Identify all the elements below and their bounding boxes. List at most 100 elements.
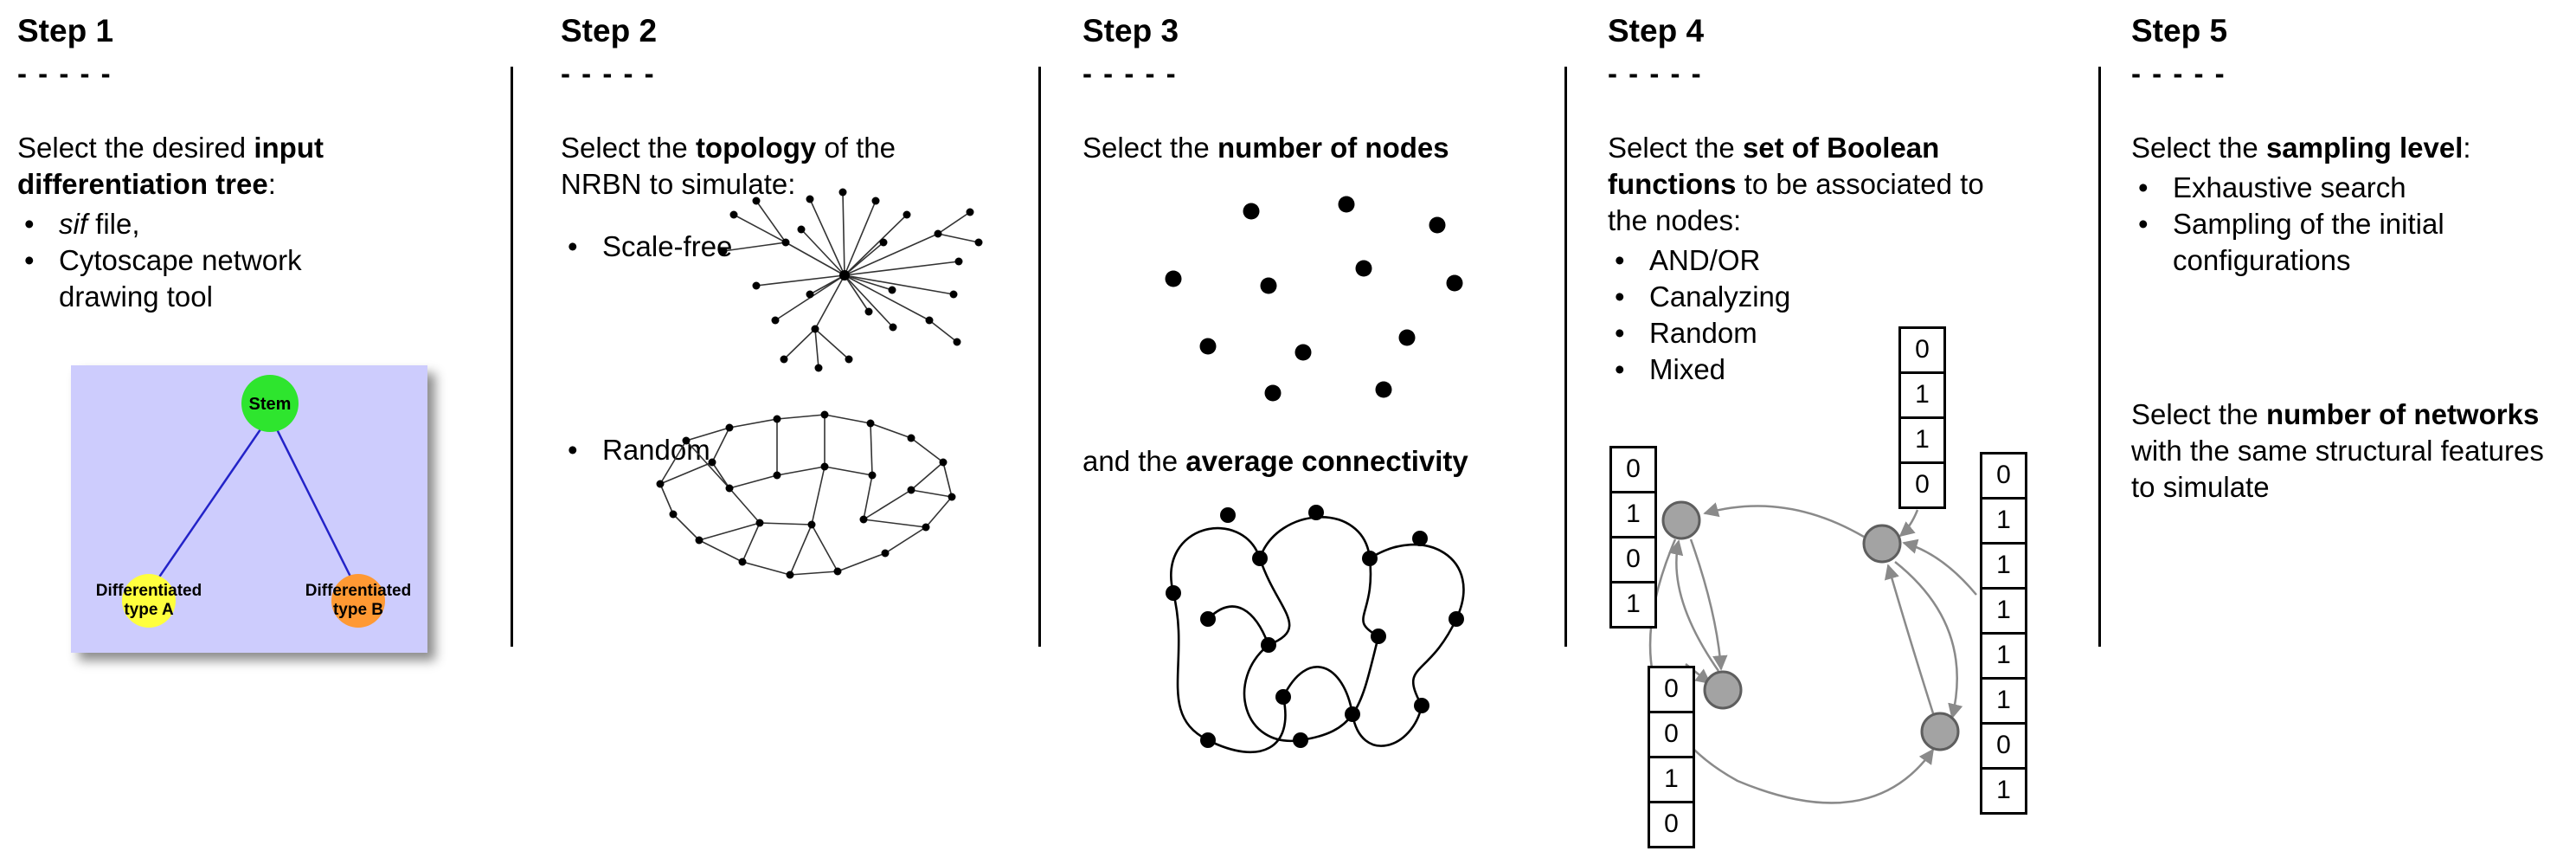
binary-cell: 0 — [1648, 666, 1695, 713]
intro-text: Select the sampling level: — [2131, 130, 2568, 166]
bullet-list: •Exhaustive search •Sampling of the init… — [2131, 170, 2568, 279]
secondary-text: and the average connectivity — [1082, 443, 1468, 480]
column-divider — [1564, 67, 1567, 647]
bullet-marker: • — [1615, 316, 1625, 349]
binary-cell: 1 — [1609, 581, 1657, 629]
differentiation-tree-figure: Stem Differentiated type A Differentiate… — [71, 364, 427, 653]
boolean-network-figure: 0 1 1 0 0 1 0 1 0 1 1 1 1 1 0 1 — [1608, 326, 2092, 851]
intro-pre: Select the — [1082, 132, 1217, 164]
bullet-label: Mixed — [1649, 352, 1726, 385]
boolean-node — [1703, 670, 1743, 710]
intro-bold: set of Boolean functions — [1608, 132, 1940, 201]
bullet-marker: • — [1615, 244, 1625, 277]
intro-pre: Select the — [561, 132, 696, 164]
binary-cell: 1 — [1648, 756, 1695, 803]
intro-post: : — [2463, 132, 2471, 164]
binary-cell: 0 — [1980, 722, 2027, 770]
step-title: Step 4 — [1608, 13, 1705, 48]
binary-vector-right: 0 1 1 1 1 1 0 1 — [1980, 452, 2027, 815]
binary-cell: 1 — [1980, 587, 2027, 635]
bullet-label: Canalyzing — [1649, 280, 1791, 313]
intro-post: of the NRBN to simulate: — [561, 132, 896, 201]
binary-cell: 1 — [1980, 497, 2027, 545]
bullet-label: sif file, — [59, 206, 498, 242]
network-nodes — [1661, 500, 1960, 751]
dashed-separator: - - - - - — [561, 57, 656, 90]
bullet-marker: • — [24, 244, 35, 277]
bullet-list: • sif file, • Cytoscape network drawing … — [17, 206, 498, 315]
bullet-label: Exhaustive search — [2173, 171, 2406, 204]
arrow — [1689, 538, 1728, 671]
step-5-panel: Step 5 - - - - - Select the sampling lev… — [2131, 12, 2568, 843]
dashed-separator: - - - - - — [17, 57, 112, 90]
random-network-image — [656, 410, 956, 579]
step-1-panel: Step 1 - - - - - Select the desired inpu… — [17, 12, 498, 843]
binary-vector-left: 0 1 0 1 — [1609, 446, 1657, 629]
arrow — [1902, 538, 1977, 596]
intro-pre: Select the — [1608, 132, 1743, 164]
step-title: Step 2 — [561, 13, 658, 48]
intro-post: : — [267, 168, 276, 201]
intro-text: Select the number of nodes — [1082, 130, 1554, 166]
column-divider — [2098, 67, 2101, 647]
bullet-label: Cytoscape network drawing tool — [59, 244, 302, 313]
nodes-scatter-image — [1165, 196, 1463, 402]
bullet-label: Random — [1649, 316, 1757, 349]
dashed-separator: - - - - - — [1608, 57, 1703, 90]
binary-cell: 0 — [1898, 461, 1946, 509]
arrow — [1648, 538, 1935, 804]
differentiation-tree-image: Stem Differentiated type A Differentiate… — [71, 364, 427, 653]
type-a-node — [122, 573, 176, 628]
bullet-marker: • — [2138, 208, 2149, 241]
secondary-text: Select the number of networks with the s… — [2131, 396, 2564, 506]
bullet-marker: • — [568, 434, 578, 466]
tree-edge — [268, 415, 360, 593]
scale-free-network-image — [719, 188, 983, 372]
binary-vector-top: 0 1 1 0 — [1898, 326, 1946, 509]
arrow — [1894, 561, 1963, 719]
intro-bold: number of nodes — [1217, 132, 1449, 164]
boolean-node — [1920, 712, 1960, 751]
intro-bold: input differentiation tree — [17, 132, 324, 201]
stem-node — [241, 374, 299, 432]
secondary-bold: number of networks — [2265, 398, 2540, 430]
bullet-marker: • — [1615, 280, 1625, 313]
bullet-marker: • — [2138, 171, 2149, 204]
binary-cell: 0 — [1648, 801, 1695, 848]
step-2-panel: Step 2 - - - - - Select the topology of … — [561, 12, 1032, 843]
stem-label: Stem — [249, 395, 292, 414]
type-a-label: type A — [124, 601, 174, 619]
secondary-pre: and the — [1082, 445, 1186, 477]
intro-bold: sampling level — [2265, 132, 2464, 164]
tree-edges — [147, 415, 360, 593]
secondary-post: with the same structural features to sim… — [2131, 434, 2544, 503]
scatter-dots — [1165, 196, 1463, 402]
binary-cell: 0 — [1898, 326, 1946, 374]
secondary-pre: Select the — [2131, 398, 2266, 430]
binary-cell: 1 — [1898, 416, 1946, 464]
binary-cell: 1 — [1980, 542, 2027, 590]
bullet-item: • Random — [1608, 315, 2092, 351]
binary-cell: 0 — [1980, 452, 2027, 500]
bullet-item: • Cytoscape network drawing tool — [17, 242, 498, 315]
type-b-label: Differentiated — [305, 582, 411, 600]
intro-text: Select the set of Boolean functions to b… — [1608, 130, 2014, 239]
binary-cell: 0 — [1648, 711, 1695, 758]
bullet-item: • Exhaustive search — [2131, 170, 2568, 206]
arrow — [1703, 502, 1865, 538]
binary-cell: 1 — [1980, 677, 2027, 725]
binary-cell: 0 — [1609, 536, 1657, 583]
connectivity-tangle-image — [1166, 505, 1465, 754]
column-divider — [511, 67, 513, 647]
binary-cell: 1 — [1980, 767, 2027, 815]
binary-cell: 0 — [1609, 446, 1657, 493]
dashed-separator: - - - - - — [2131, 57, 2226, 90]
intro-text: Select the desired input differentiation… — [17, 130, 389, 203]
bullet-item: • Canalyzing — [1608, 279, 2092, 315]
binary-cell: 1 — [1898, 371, 1946, 419]
bullet-item: •Mixed — [1608, 351, 2092, 388]
step-3-panel: Step 3 - - - - - Select the number of no… — [1082, 12, 1554, 843]
bullet-list: •AND/OR •Canalyzing •Random •Mixed — [1608, 242, 2092, 388]
boolean-node — [1862, 524, 1902, 564]
